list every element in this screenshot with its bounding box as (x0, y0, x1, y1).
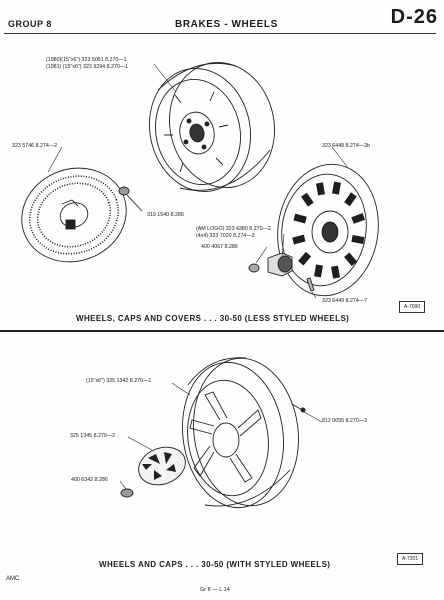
part-label-center-cap-4x4: (4x4) 323 7020 8.274—3 (196, 233, 255, 239)
footer-brand: AMC (6, 576, 20, 582)
part-label-steel-wheel-1980: (1980)(15"x6") 323 5051 8.270—1 (46, 57, 127, 63)
part-label-styled-wheel: 323 6448 8.274—2b (322, 143, 371, 149)
center-cap-drawing (267, 252, 293, 277)
part-label-lug-nut: 319 1540 8.286 (147, 212, 184, 218)
steel-wheel-drawing (148, 61, 275, 192)
part-label-spoke-cap: 325 1345 8.270—2 (70, 433, 116, 439)
caption-bottom: WHEELS AND CAPS . . . 30-50 (WITH STYLED… (99, 560, 331, 569)
bottom-lug-nut-drawing (120, 488, 134, 498)
page-title: BRAKES - WHEELS (175, 19, 278, 30)
caption-top: WHEELS, CAPS AND COVERS . . . 30-50 (LES… (76, 314, 350, 323)
spoked-center-cap-drawing (138, 446, 186, 486)
section-divider (0, 330, 444, 332)
part-label-wire-cover: 323 5746 8.274—2 (12, 143, 58, 149)
footer-page-code: Gr 8 — L 14 (200, 587, 230, 593)
part-label-valve-stem: 323 6449 8.274—7 (322, 298, 368, 304)
header-rule (4, 33, 436, 34)
part-label-valve-bottom: 812 0055 8.270—3 (322, 418, 368, 424)
valve-stem-bottom-drawing (291, 403, 306, 413)
wire-wheel-cover-drawing (21, 167, 127, 263)
group-heading: GROUP 8 (8, 19, 52, 29)
part-label-small-lug-nut: 400 4067 8.286 (201, 244, 238, 250)
styled-five-spoke-wheel-drawing (182, 357, 299, 509)
figure-reference-bottom: A-7201 (397, 553, 424, 565)
styled-slotted-wheel-drawing (277, 163, 379, 297)
part-label-bottom-lug-nut: 400 6342 8.286 (71, 477, 108, 483)
valve-stem-drawing (306, 277, 315, 292)
figure-reference-top: A-7090 (399, 301, 426, 313)
part-label-center-cap-logo: (AM LOGO) 323 4380 8.270—2 (196, 226, 271, 232)
part-label-styled-wheel-bottom: (15"x6") 325 1342 8.270—1 (86, 378, 152, 384)
part-label-steel-wheel-1981: (1981) (15"x6") 323 9294 8.270—1 (46, 64, 129, 70)
section-number: D-26 (390, 6, 438, 28)
lug-nut-drawing (118, 186, 143, 212)
small-lug-nut-drawing (248, 263, 260, 273)
